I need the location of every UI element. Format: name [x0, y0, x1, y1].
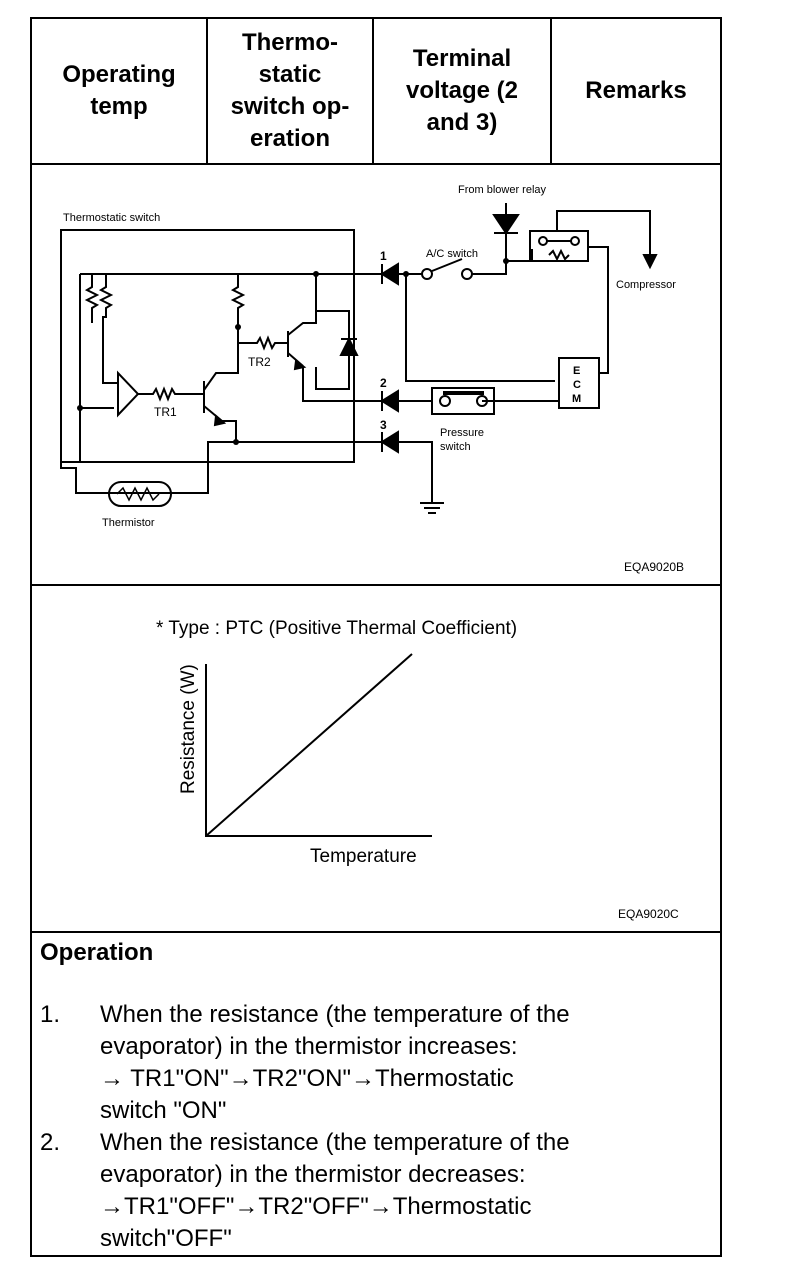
item-line: evaporator) in the thermistor decreases:	[100, 1161, 526, 1188]
item-line: evaporator) in the thermistor increases:	[100, 1033, 518, 1060]
label-terminal-2: 2	[380, 376, 387, 390]
header-line: static	[258, 61, 322, 88]
item-line: switch "ON"	[100, 1097, 227, 1124]
label-ecm-c: C	[573, 379, 581, 391]
label-terminal-3: 3	[380, 418, 387, 432]
y-axis-label: Resistance (W)	[178, 664, 199, 794]
item-line: → TR1"ON"→TR2"ON"→Thermostatic	[100, 1065, 514, 1092]
item-number: 1.	[40, 1001, 61, 1028]
header-line: and 3)	[426, 109, 498, 136]
circuit-diagram: Thermostatic switch From blower relay A/…	[60, 184, 684, 574]
item-number: 2.	[40, 1129, 61, 1156]
ptc-graph: * Type : PTC (Positive Thermal Coefficie…	[156, 618, 679, 921]
label-compressor: Compressor	[616, 279, 676, 291]
label-thermistor: Thermistor	[102, 517, 155, 529]
label-ecm-m: M	[572, 393, 581, 405]
spec-table: Operating temp Thermo-static switch op-era…	[30, 17, 722, 1257]
label-terminal-1: 1	[380, 249, 387, 263]
label-tr1: TR1	[154, 405, 177, 419]
item-line: →TR1"OFF"→TR2"OFF"→Thermostatic	[100, 1193, 532, 1220]
circuit-code: EQA9020B	[624, 560, 684, 574]
header-operating-temp: Operating temp	[32, 19, 208, 163]
table-header: Operating temp Thermo-static switch op-era…	[32, 19, 720, 165]
label-thermostatic-switch: Thermostatic switch	[63, 212, 160, 224]
label-pressure: Pressure	[440, 427, 484, 439]
header-line: Operating	[62, 61, 176, 88]
header-line: Thermo-	[241, 29, 338, 56]
label-switch: switch	[440, 441, 471, 453]
operation-title: Operation	[40, 939, 154, 966]
header-line: temp	[90, 93, 148, 120]
item-line: When the resistance (the temperature of …	[100, 1001, 570, 1028]
label-from-blower-relay: From blower relay	[458, 184, 547, 196]
item-text: When the resistance (the temperature of …	[100, 999, 700, 1127]
item-line: switch"OFF"	[100, 1225, 232, 1252]
header-line: voltage (2	[405, 77, 519, 104]
label-tr2: TR2	[248, 355, 271, 369]
type-note: * Type : PTC (Positive Thermal Coefficie…	[156, 618, 517, 639]
graph-section: * Type : PTC (Positive Thermal Coefficie…	[32, 584, 720, 933]
resistance-line	[205, 653, 413, 837]
header-line: Terminal	[412, 45, 512, 72]
header-line: switch op-	[230, 93, 350, 120]
graph-code: EQA9020C	[618, 907, 679, 921]
header-remarks: Remarks	[552, 19, 720, 163]
label-ac-switch: A/C switch	[426, 248, 478, 260]
header-line: Remarks	[585, 77, 687, 104]
header-terminal-voltage: Terminal voltage (2 and 3)	[374, 19, 552, 163]
header-line: eration	[249, 125, 330, 152]
circuit-diagram-section: Thermostatic switch From blower relay A/…	[32, 163, 720, 586]
label-ecm-e: E	[573, 365, 580, 377]
item-text: When the resistance (the temperature of …	[100, 1127, 700, 1255]
header-switch-operation: Thermo-static switch op-eration	[208, 19, 374, 163]
item-line: When the resistance (the temperature of …	[100, 1129, 570, 1156]
x-axis-label: Temperature	[310, 846, 417, 867]
